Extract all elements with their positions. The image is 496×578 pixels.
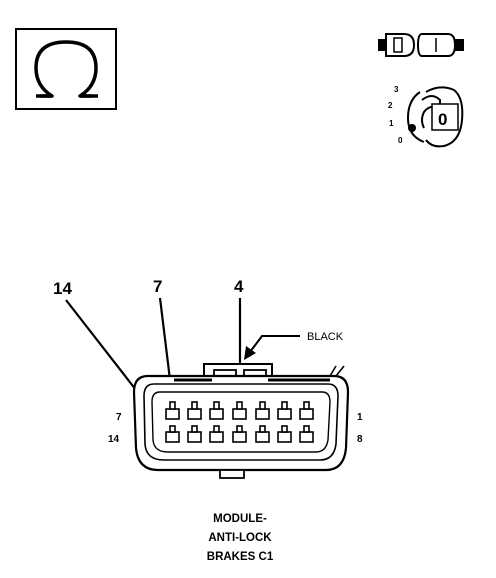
terminal-3 xyxy=(255,408,270,420)
caption-line-2: ANTI-LOCK xyxy=(208,532,272,544)
terminal-11 xyxy=(232,431,247,443)
terminal-13 xyxy=(187,431,202,443)
connector-body xyxy=(132,363,350,479)
row-label-top-right: 1 xyxy=(357,412,363,423)
terminal-row-bottom xyxy=(165,425,314,443)
key-position-label: 0 xyxy=(438,110,447,129)
terminal-10 xyxy=(255,431,270,443)
caption-line-1: MODULE- xyxy=(213,513,267,525)
ignition-position-2: 2 xyxy=(388,101,393,110)
terminal-4 xyxy=(232,408,247,420)
ohmmeter-symbol xyxy=(15,28,117,110)
terminal-8 xyxy=(299,431,314,443)
omega-icon xyxy=(34,40,98,98)
wire-color-label: BLACK xyxy=(307,331,344,343)
callout-pin-4: 4 xyxy=(234,277,244,296)
callout-pin-14: 14 xyxy=(53,279,72,298)
disconnected-connector-icon xyxy=(378,33,464,57)
terminal-1 xyxy=(299,408,314,420)
terminal-6 xyxy=(187,408,202,420)
terminal-2 xyxy=(277,408,292,420)
caption-line-3: BRAKES C1 xyxy=(207,551,274,563)
ignition-position-1: 1 xyxy=(389,119,394,128)
row-label-bottom-left: 14 xyxy=(108,434,120,445)
callout-pin-7: 7 xyxy=(153,277,162,296)
terminal-9 xyxy=(277,431,292,443)
terminal-7 xyxy=(165,408,180,420)
wire-color-callout: BLACK xyxy=(244,331,344,360)
terminal-12 xyxy=(209,431,224,443)
terminal-5 xyxy=(209,408,224,420)
ignition-switch-icon: 0 3 2 1 0 xyxy=(388,85,464,148)
key-pointer-icon xyxy=(408,124,416,132)
terminal-row-top xyxy=(165,401,314,420)
ignition-position-3: 3 xyxy=(394,85,399,94)
ignition-position-0: 0 xyxy=(398,136,403,145)
row-label-top-left: 7 xyxy=(116,412,122,423)
row-label-bottom-right: 8 xyxy=(357,434,363,445)
terminal-14 xyxy=(165,431,180,443)
